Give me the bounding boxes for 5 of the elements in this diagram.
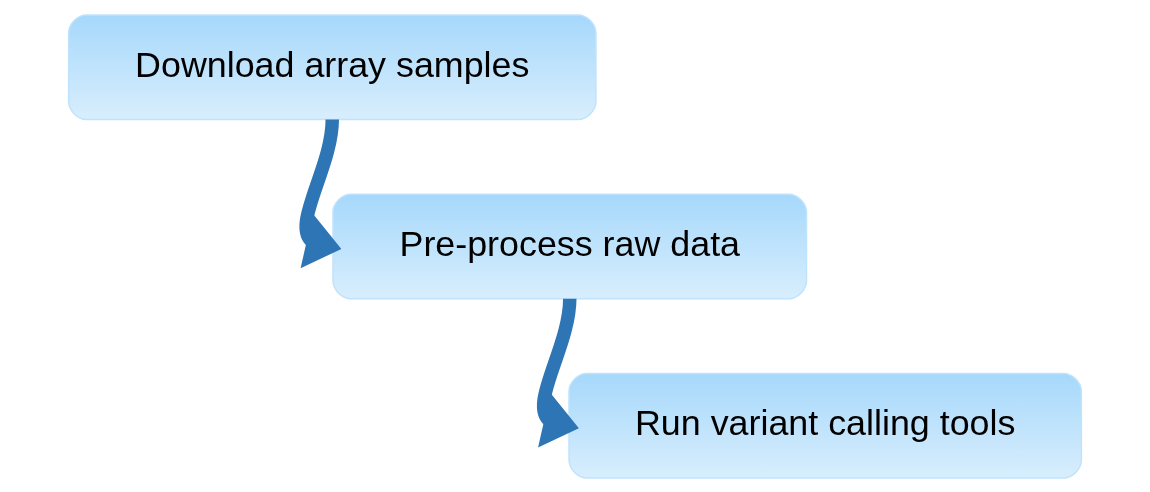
node-box: Pre-process raw data <box>332 192 808 300</box>
node-box: Run variant calling tools <box>568 372 1083 479</box>
node-box: Download array samples <box>67 13 597 120</box>
arrow <box>299 118 342 268</box>
arrow <box>537 297 579 448</box>
